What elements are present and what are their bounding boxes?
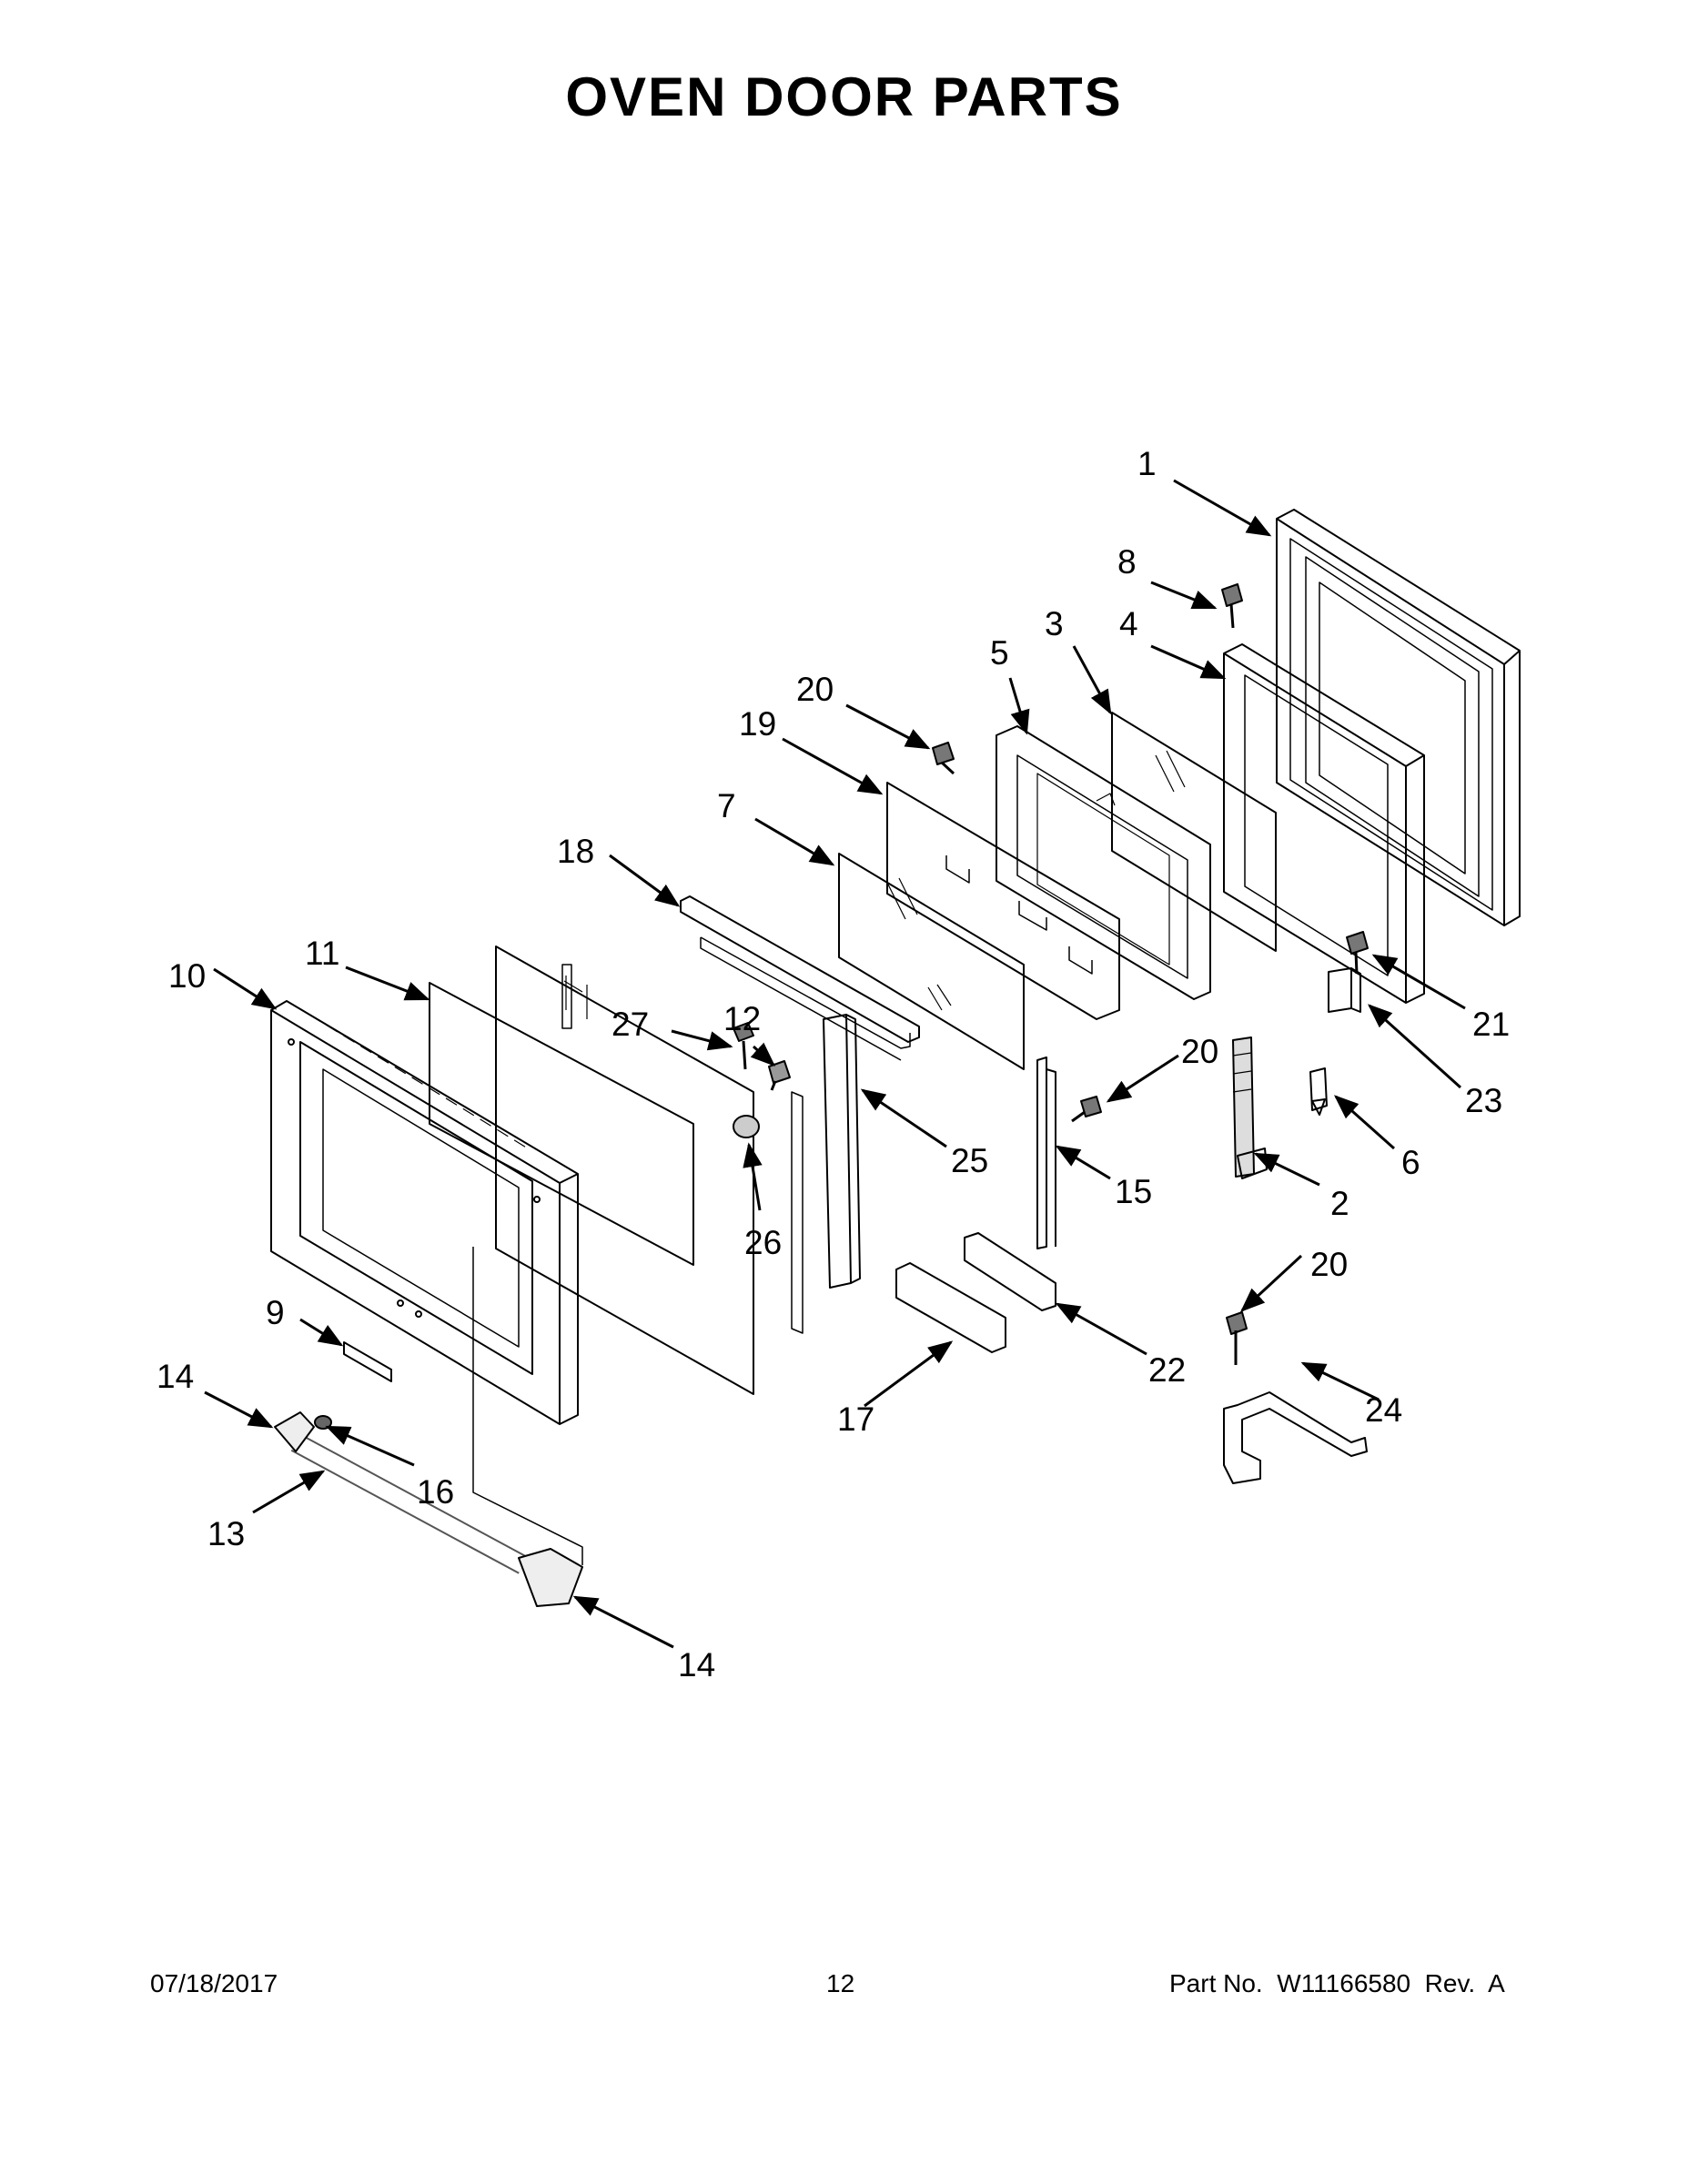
callout-14: 14 [157, 1358, 194, 1395]
callout-22: 22 [1148, 1351, 1186, 1389]
part-1-inner-door-panel [1276, 509, 1521, 926]
part-vertical-seal-strip-right [791, 1091, 804, 1334]
callout-24: 24 [1365, 1391, 1402, 1429]
part-21-screw [1346, 931, 1369, 975]
callout-26: 26 [744, 1224, 782, 1261]
callout-6: 6 [1401, 1144, 1420, 1181]
callout-21: 21 [1472, 1006, 1510, 1043]
part-18-top-channel [680, 895, 920, 1061]
callout-9: 9 [266, 1294, 285, 1331]
part-12-spacer [768, 1060, 791, 1091]
part-23-hinge-receptacle [1328, 967, 1361, 1013]
callout-25: 25 [951, 1142, 988, 1179]
footer-part-number: Part No. W11166580 Rev. A [1169, 1969, 1505, 1997]
part-20-screw-bottom [1226, 1311, 1248, 1365]
part-13-handle-bar [290, 1433, 529, 1574]
part-20-screw-top [932, 742, 955, 775]
callout-leaders [204, 479, 1466, 1649]
callout-5: 5 [990, 634, 1009, 672]
callout-4: 4 [1119, 605, 1138, 642]
callout-16: 16 [417, 1473, 454, 1511]
part-20-screw-mid [1071, 1096, 1102, 1123]
part-glass-spacer-panel [495, 945, 754, 1395]
part-14-handle-end-cap-left [274, 1411, 315, 1452]
callout-18: 18 [557, 833, 594, 870]
part-9-badge [343, 1341, 392, 1382]
part-5-door-frame [996, 725, 1211, 1000]
callout-19: 19 [739, 705, 776, 743]
part-25-side-channel [823, 1014, 861, 1289]
part-11-outer-glass [429, 982, 694, 1266]
callout-8: 8 [1117, 543, 1137, 581]
callout-labels: 1 8 3 4 5 20 19 7 18 10 11 27 12 21 20 2… [157, 445, 1510, 1684]
callout-20: 20 [1310, 1246, 1348, 1283]
footer-date: 07/18/2017 [150, 1969, 278, 1997]
callout-14: 14 [678, 1646, 715, 1684]
part-14-handle-end-cap-right [518, 1548, 583, 1607]
part-17-bottom-trim [895, 1262, 1006, 1353]
part-6-hinge-cover [1309, 1067, 1328, 1116]
callout-2: 2 [1330, 1185, 1349, 1222]
footer-page-number: 12 [826, 1969, 855, 1997]
callout-20: 20 [1181, 1033, 1218, 1070]
callout-13: 13 [207, 1515, 245, 1552]
callout-17: 17 [837, 1400, 874, 1438]
part-26-bushing [733, 1115, 760, 1138]
part-vertical-seal-strip-left [561, 964, 572, 1029]
part-2-hinge [1232, 1036, 1268, 1179]
part-8-screw [1221, 583, 1243, 629]
part-15-side-bracket [1036, 1057, 1056, 1249]
callout-20: 20 [796, 671, 834, 708]
handle-mount-guide-lines [472, 1247, 583, 1565]
part-19-insulation-shield [886, 782, 1120, 1020]
callout-15: 15 [1115, 1173, 1152, 1210]
part-3-glass-panel [1111, 712, 1277, 952]
callout-23: 23 [1465, 1082, 1502, 1119]
callout-27: 27 [612, 1006, 649, 1043]
callout-12: 12 [723, 1000, 761, 1037]
part-4-door-gasket [1223, 643, 1425, 1004]
part-7-inner-glass [838, 853, 1025, 1070]
page-title: OVEN DOOR PARTS [565, 66, 1123, 127]
part-22-bottom-channel [964, 1232, 1056, 1311]
callout-1: 1 [1137, 445, 1157, 482]
callout-7: 7 [717, 787, 736, 824]
part-16-spring [314, 1415, 332, 1430]
part-10-outer-door [270, 1000, 579, 1425]
callout-3: 3 [1045, 605, 1064, 642]
part-27-screw [733, 1022, 754, 1070]
part-24-bottom-bracket [1223, 1391, 1368, 1484]
callout-11: 11 [305, 935, 339, 972]
callout-10: 10 [168, 957, 206, 995]
